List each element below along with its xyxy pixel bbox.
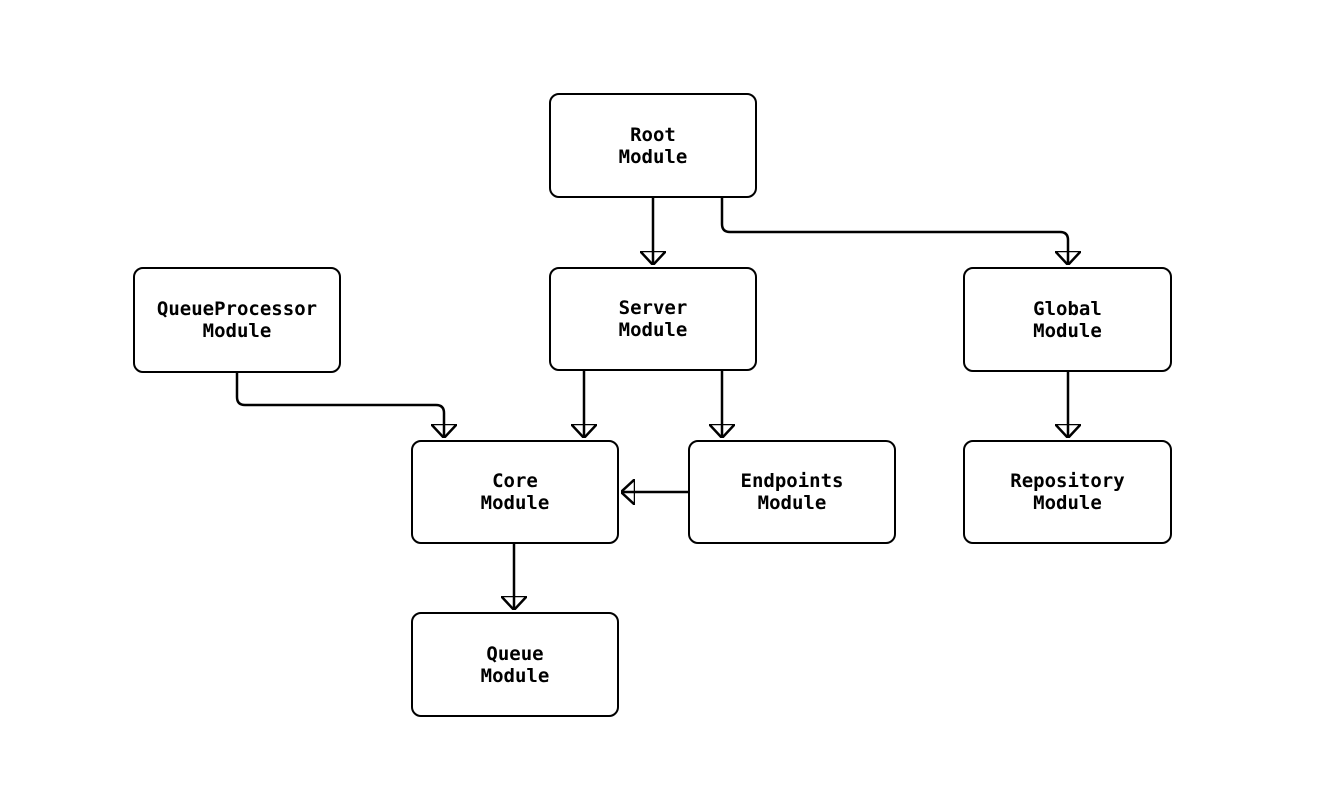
node-subtitle: Module (618, 145, 688, 168)
node-subtitle: Module (757, 492, 827, 514)
node-title: Queue (486, 642, 544, 665)
node-subtitle: Module (1033, 492, 1102, 514)
node-subtitle: Module (1033, 319, 1102, 342)
node-repository-module: Repository Module (963, 440, 1172, 544)
node-title: Global (1033, 297, 1102, 320)
node-root-module: Root Module (549, 93, 757, 198)
node-subtitle: Module (480, 664, 550, 687)
node-title: Core (492, 470, 538, 492)
node-queue-module: Queue Module (411, 612, 619, 717)
edge-root-module-to-global-module (720, 198, 1068, 264)
edge-queueprocessor-module-to-core-module (235, 373, 444, 437)
node-endpoints-module: Endpoints Module (688, 440, 896, 544)
node-subtitle: Module (618, 319, 688, 341)
node-title: QueueProcessor (156, 298, 318, 320)
node-title: Root (630, 123, 676, 146)
node-title: Repository (1010, 470, 1125, 492)
node-subtitle: Module (202, 320, 272, 342)
node-title: Endpoints (740, 470, 844, 492)
node-global-module: Global Module (963, 267, 1172, 372)
node-subtitle: Module (480, 492, 550, 514)
node-queueprocessor-module: QueueProcessor Module (133, 267, 341, 373)
node-core-module: Core Module (411, 440, 619, 544)
node-server-module: Server Module (549, 267, 757, 371)
node-title: Server (618, 297, 688, 319)
